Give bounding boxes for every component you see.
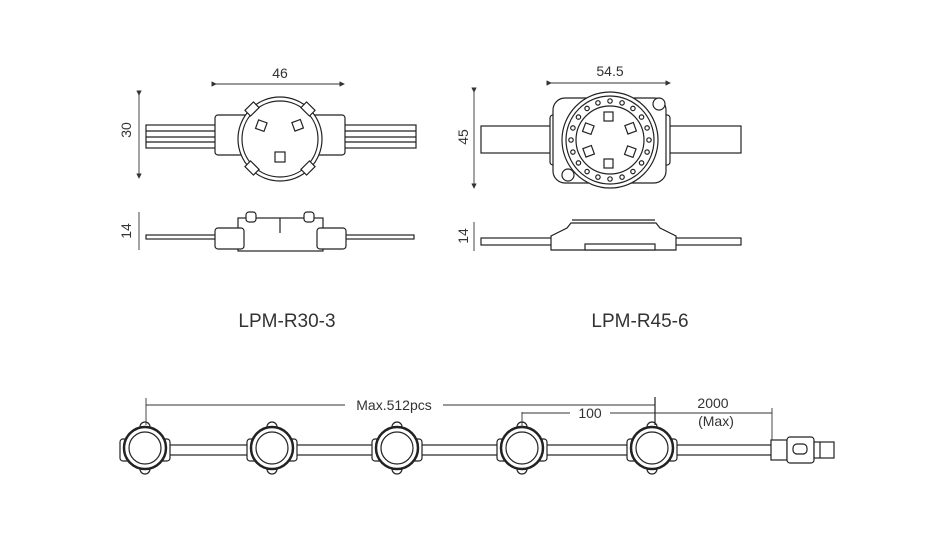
- r30-side-view: 14: [118, 211, 415, 252]
- module-chain: Max.512pcs 100 2000 (Max): [119, 395, 835, 475]
- led-chip: [624, 121, 638, 135]
- r45-side-view: 14: [455, 219, 742, 251]
- ring-led: [575, 160, 582, 166]
- r45-width-label: 54.5: [596, 63, 623, 79]
- r30-top-view: 46 30: [118, 65, 417, 182]
- ring-led: [630, 168, 636, 175]
- spacing-label: 100: [578, 405, 602, 421]
- ring-led: [568, 137, 574, 143]
- chain-module: [119, 421, 171, 475]
- r30-width-label: 46: [272, 65, 288, 81]
- arrow-icon: [792, 443, 808, 455]
- led-chip: [623, 145, 637, 159]
- r45-top-view: 54.5 45: [455, 63, 742, 189]
- ring-led: [638, 114, 645, 120]
- led-chip: [582, 144, 596, 158]
- lead-note-label: (Max): [698, 413, 734, 429]
- chain-module: [496, 421, 548, 475]
- r30-lens: [237, 96, 323, 182]
- ring-led: [607, 176, 613, 182]
- led-chip: [581, 122, 595, 136]
- ring-led: [644, 149, 650, 155]
- led-chip: [274, 151, 286, 163]
- ring-led: [570, 125, 576, 131]
- r45-thickness-label: 14: [455, 228, 471, 244]
- r30-height-label: 30: [118, 122, 134, 138]
- ring-led: [575, 114, 582, 120]
- ring-led: [595, 100, 601, 106]
- ring-led: [619, 100, 625, 106]
- led-chip: [291, 118, 305, 132]
- ring-led: [595, 174, 601, 180]
- ring-led: [638, 160, 645, 166]
- ring-led: [646, 137, 652, 143]
- chain-module: [371, 421, 423, 475]
- lead-length-label: 2000: [697, 395, 728, 411]
- r45-model-name: LPM-R45-6: [591, 311, 688, 332]
- led-chip: [603, 158, 614, 169]
- r30-thickness-label: 14: [118, 223, 134, 239]
- ring-led: [584, 105, 590, 112]
- ring-led: [630, 105, 636, 112]
- chain-module: [246, 421, 298, 475]
- chain-module: [626, 421, 678, 475]
- r45-height-label: 45: [455, 129, 471, 145]
- ring-led: [584, 168, 590, 175]
- ring-led: [644, 125, 650, 131]
- led-chip: [603, 111, 614, 122]
- r45-led-ring: [568, 98, 652, 182]
- r30-model-name: LPM-R30-3: [238, 311, 335, 332]
- ring-led: [607, 98, 613, 104]
- ring-led: [570, 149, 576, 155]
- led-chip: [254, 119, 268, 133]
- ring-led: [619, 174, 625, 180]
- max-count-label: Max.512pcs: [356, 397, 431, 413]
- connector: [770, 436, 835, 464]
